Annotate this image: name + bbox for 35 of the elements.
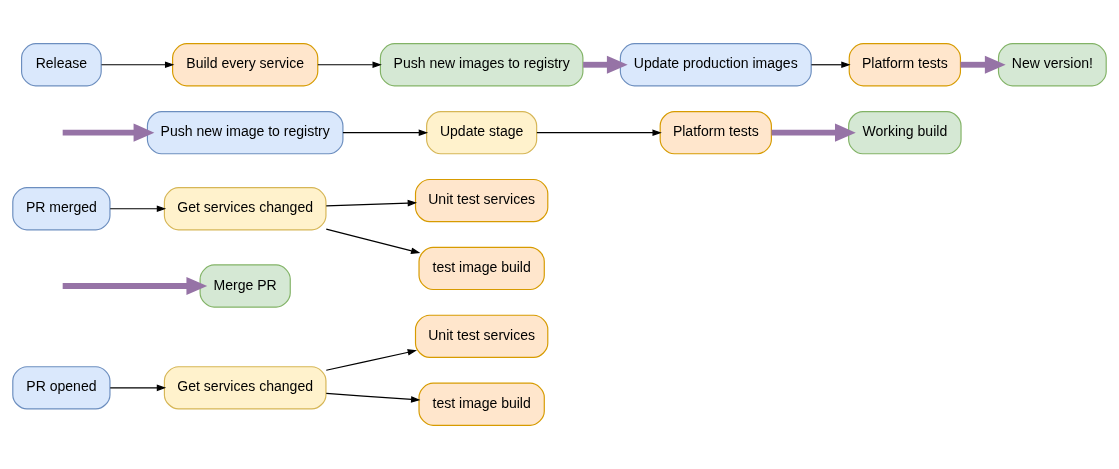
arrow xyxy=(342,129,429,136)
node-box: Merge PR xyxy=(199,264,291,308)
arrow xyxy=(109,384,167,392)
arrow xyxy=(62,276,208,296)
arrow xyxy=(325,199,418,207)
node-box: Platform tests xyxy=(848,43,962,87)
node-box: Get services changed xyxy=(163,366,327,410)
node-box: Get services changed xyxy=(163,187,327,231)
arrow xyxy=(960,55,1006,74)
node-box: PR merged xyxy=(12,187,111,231)
arrow xyxy=(325,392,421,403)
arrow xyxy=(771,123,856,142)
node-box: New version! xyxy=(997,43,1107,87)
arrow xyxy=(109,205,167,213)
arrow xyxy=(583,55,628,74)
node-box: Unit test services xyxy=(414,314,549,358)
node-box: Release xyxy=(21,43,102,87)
node-box: Update stage xyxy=(426,111,538,155)
node-box: Update production images xyxy=(619,43,812,87)
node-box: PR opened xyxy=(12,366,111,410)
arrow xyxy=(100,61,175,69)
arrow xyxy=(810,61,851,69)
node-box: Push new image to registry xyxy=(146,111,344,155)
arrow xyxy=(317,61,382,69)
arrow xyxy=(325,349,417,371)
node-box: test image build xyxy=(418,382,545,426)
node-box: Unit test services xyxy=(414,178,549,223)
node-box: Push new images to registry xyxy=(379,43,584,87)
arrow xyxy=(62,123,155,142)
arrow xyxy=(325,228,421,254)
arrow xyxy=(536,129,662,136)
node-box: Platform tests xyxy=(659,111,772,155)
node-box: Build every service xyxy=(172,43,319,87)
node-box: test image build xyxy=(418,246,545,291)
node-box: Working build xyxy=(848,111,962,155)
